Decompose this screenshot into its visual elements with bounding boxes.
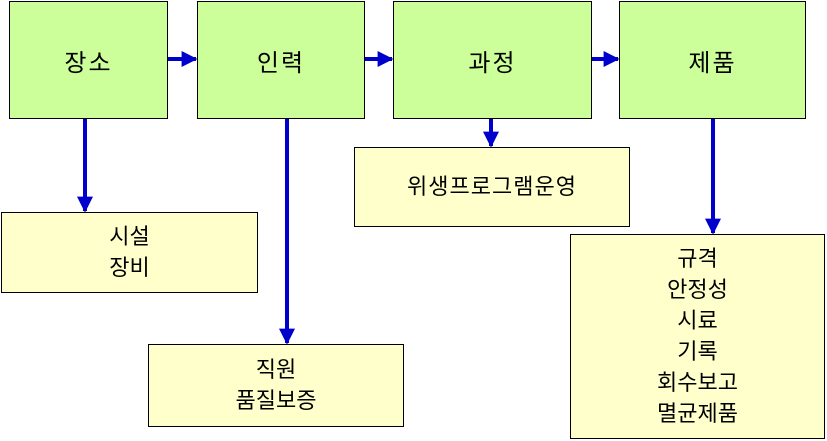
detail-process-box: 위생프로그램운영 bbox=[354, 147, 630, 227]
detail-product-item: 시료 bbox=[677, 308, 718, 334]
detail-product-item: 회수보고 bbox=[657, 370, 738, 396]
detail-personnel-item: 품질보증 bbox=[235, 388, 317, 414]
stage-place-box: 장소 bbox=[9, 1, 168, 119]
stage-product-label: 제품 bbox=[688, 48, 737, 77]
detail-place-item: 장비 bbox=[109, 255, 150, 281]
stage-product-box: 제품 bbox=[619, 1, 806, 119]
detail-place-box: 시설 장비 bbox=[1, 212, 258, 293]
stage-process-label: 과정 bbox=[468, 48, 517, 77]
detail-product-item: 안정성 bbox=[667, 277, 728, 303]
detail-product-item: 멸균제품 bbox=[657, 401, 738, 427]
detail-product-item: 기록 bbox=[677, 339, 718, 365]
detail-process-item: 위생프로그램운영 bbox=[407, 174, 577, 200]
detail-product-item: 규격 bbox=[677, 246, 718, 272]
detail-personnel-item: 직원 bbox=[255, 357, 297, 383]
stage-personnel-box: 인력 bbox=[197, 1, 365, 119]
detail-personnel-box: 직원 품질보증 bbox=[148, 344, 404, 427]
stage-place-label: 장소 bbox=[64, 48, 113, 77]
detail-product-box: 규격 안정성 시료 기록 회수보고 멸균제품 bbox=[570, 234, 825, 439]
stage-process-box: 과정 bbox=[393, 1, 592, 119]
detail-place-item: 시설 bbox=[109, 224, 150, 250]
stage-personnel-label: 인력 bbox=[256, 48, 306, 77]
